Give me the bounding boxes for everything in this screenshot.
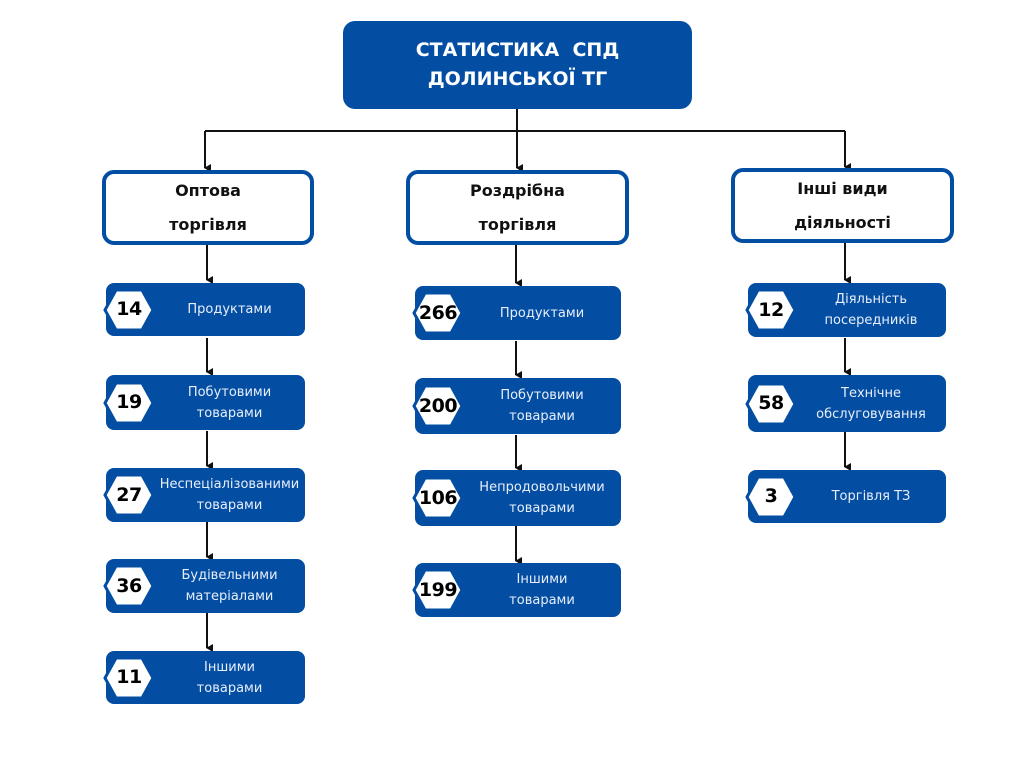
category-label: Роздрібна [470,180,565,200]
count-value: 266 [418,301,458,324]
count-badge: 19 [103,381,155,425]
hexagon-icon [745,382,797,425]
item-label-line2: товарами [196,498,263,513]
count-badge: 27 [103,473,155,517]
item-label: Торгівля ТЗ [798,470,944,523]
item-label: Будівельними матеріалами [156,559,303,613]
stat-item: 266 Продуктами [412,286,621,340]
count-value: 36 [116,574,142,597]
item-label-line1: Торгівля ТЗ [831,489,911,504]
item-label-line1: Будівельними [181,568,278,583]
item-label: Іншими товарами [465,563,619,617]
hexagon-icon [103,288,155,331]
count-value: 200 [418,394,458,417]
category-label: торгівля [478,214,557,234]
stat-item: 11 Іншими товарами [103,651,305,704]
title-line2: ДОЛИНСЬКОЇ ТГ [427,68,608,90]
hexagon-icon [745,475,797,518]
item-label-line2: матеріалами [185,589,274,604]
item-label-line1: Продуктами [187,302,272,317]
stat-item: 12 Діяльність посередників [745,283,946,337]
stat-item: 14 Продуктами [103,283,305,336]
category-other: Інші види діяльності [731,168,954,243]
item-label-line1: Іншими [516,572,568,587]
item-label: Продуктами [465,286,619,340]
count-badge: 199 [412,568,464,612]
stat-item: 36 Будівельними матеріалами [103,559,305,613]
item-label-line1: Непродовольчими [479,480,605,495]
item-label-line2: товарами [509,409,575,424]
count-value: 106 [418,486,458,509]
stat-item: 27 Неспеціалізованими товарами [103,468,305,522]
stat-item: 106 Непродовольчими товарами [412,470,621,526]
hexagon-icon [103,564,155,608]
category-retail: Роздрібна торгівля [406,170,629,245]
count-badge: 36 [103,564,155,608]
item-label-line1: Побутовими [187,384,272,400]
item-label: Технічне обслуговування [798,375,944,432]
hexagon-icon [412,384,464,428]
item-label-line2: товарами [196,405,263,421]
count-badge: 106 [412,476,464,520]
root-title-box: СТАТИСТИКА СПД ДОЛИНСЬКОЇ ТГ [343,21,692,109]
item-label-line1: Неспеціалізованими [159,477,300,492]
item-label-line2: товарами [509,593,575,608]
item-label: Непродовольчими товарами [465,470,619,526]
count-badge: 12 [745,288,797,332]
item-label-line2: товарами [509,501,575,516]
item-label-line1: Діяльність [834,292,908,307]
item-label: Побутовими товарами [156,375,303,430]
count-badge: 200 [412,384,464,428]
hexagon-icon [103,473,155,517]
hexagon-icon [745,288,797,332]
count-value: 12 [758,298,784,321]
item-label-line1: Технічне [841,385,901,401]
category-label: торгівля [169,214,247,234]
count-value: 58 [758,392,784,414]
hexagon-icon [412,291,464,335]
count-badge: 11 [103,656,155,700]
hexagon-icon [412,476,464,520]
count-value: 199 [418,578,458,601]
category-label: Інші види [797,178,888,198]
count-badge: 266 [412,291,464,335]
item-label-line2: обслуговування [816,406,926,422]
item-label: Продуктами [156,283,303,336]
hexagon-icon [103,656,155,699]
item-label-line2: товарами [196,680,263,696]
category-label: Оптова [175,180,241,200]
category-wholesale: Оптова торгівля [102,170,314,245]
item-label-line1: Побутовими [500,388,584,403]
count-value: 14 [116,298,142,320]
count-value: 27 [116,483,142,506]
count-value: 11 [116,666,142,688]
hexagon-icon [412,568,464,612]
stat-item: 199 Іншими товарами [412,563,621,617]
item-label: Діяльність посередників [798,283,944,337]
item-label-line1: Іншими [204,659,255,675]
category-label: діяльності [794,212,891,232]
count-badge: 58 [745,382,797,426]
item-label: Побутовими товарами [465,378,619,434]
item-label-line2: посередників [824,313,918,328]
count-badge: 3 [745,475,797,519]
item-label: Неспеціалізованими товарами [156,468,303,522]
item-label-line1: Продуктами [499,305,585,321]
count-value: 19 [116,391,142,413]
stat-item: 58 Технічне обслуговування [745,375,946,432]
item-label: Іншими товарами [156,651,303,704]
stat-item: 3 Торгівля ТЗ [745,470,946,523]
hexagon-icon [103,381,155,424]
title-line1: СТАТИСТИКА СПД [415,39,620,61]
stat-item: 19 Побутовими товарами [103,375,305,430]
stat-item: 200 Побутовими товарами [412,378,621,434]
count-badge: 14 [103,288,155,332]
count-value: 3 [764,485,778,507]
